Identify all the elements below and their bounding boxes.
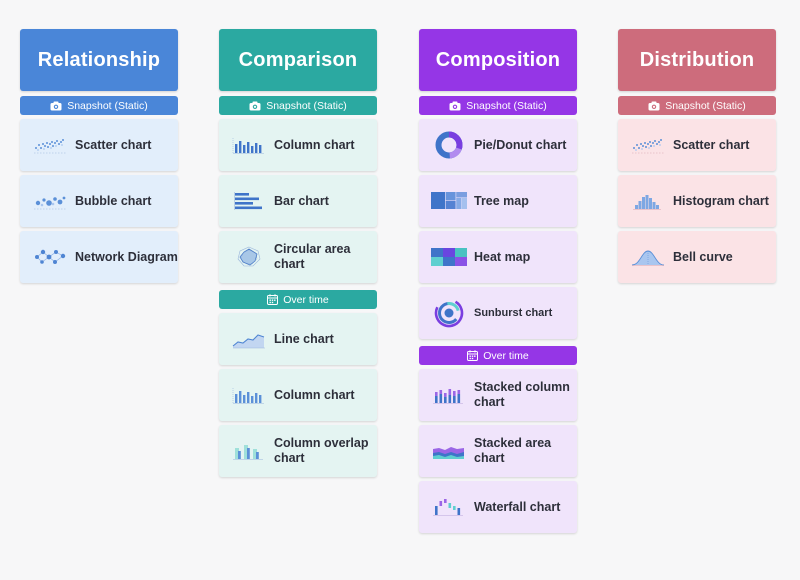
column-title: Comparison [219, 29, 377, 91]
snapshot-label-text: Snapshot (Static) [466, 99, 547, 112]
snapshot-static-label: Snapshot (Static) [20, 96, 178, 115]
sunburst-chart-icon [431, 298, 467, 328]
chart-type-label: Column chart [274, 137, 355, 152]
camera-icon [249, 101, 261, 111]
column-chart-icon [231, 383, 267, 407]
chart-type-stacked-area[interactable]: Stacked area chart [419, 425, 577, 477]
line-chart-icon [231, 327, 267, 351]
chart-type-label: Pie/Donut chart [474, 137, 567, 152]
stacked-area-chart-icon [431, 439, 467, 463]
column-composition: Composition Snapshot (Static) Pie/Donut … [419, 29, 577, 537]
chart-type-network-diagram[interactable]: Network Diagram [20, 231, 178, 283]
chart-type-label: Bar chart [274, 193, 329, 208]
chart-type-label: Scatter chart [673, 137, 750, 152]
scatter-chart-icon [630, 133, 666, 157]
camera-icon [449, 101, 461, 111]
chart-type-scatter[interactable]: Scatter chart [618, 119, 776, 171]
network-diagram-icon [32, 245, 68, 269]
chart-type-line[interactable]: Line chart [219, 313, 377, 365]
donut-chart-icon [431, 131, 467, 159]
chart-type-stacked-column[interactable]: Stacked column chart [419, 369, 577, 421]
chart-type-label: Stacked column chart [474, 380, 570, 409]
chart-type-scatter[interactable]: Scatter chart [20, 119, 178, 171]
chart-type-label: Scatter chart [75, 137, 152, 152]
snapshot-label-text: Snapshot (Static) [266, 99, 347, 112]
chart-type-label: Stacked area chart [474, 436, 552, 465]
chart-type-heat-map[interactable]: Heat map [419, 231, 577, 283]
chart-type-label: Line chart [274, 331, 334, 346]
snapshot-static-label: Snapshot (Static) [419, 96, 577, 115]
chart-type-label: Histogram chart [673, 193, 769, 208]
snapshot-static-label: Snapshot (Static) [618, 96, 776, 115]
chart-type-tree-map[interactable]: Tree map [419, 175, 577, 227]
column-relationship: Relationship Snapshot (Static) Scatter c… [20, 29, 178, 287]
scatter-chart-icon [32, 133, 68, 157]
chart-type-column-over-time[interactable]: Column chart [219, 369, 377, 421]
chart-type-bar[interactable]: Bar chart [219, 175, 377, 227]
column-overlap-chart-icon [231, 439, 267, 463]
heat-map-icon [431, 245, 467, 269]
chart-type-column-overlap[interactable]: Column overlap chart [219, 425, 377, 477]
chart-type-sunburst[interactable]: Sunburst chart [419, 287, 577, 339]
chart-type-label: Tree map [474, 193, 529, 208]
chart-type-waterfall[interactable]: Waterfall chart [419, 481, 577, 533]
over-time-label-text: Over time [283, 293, 329, 306]
calendar-icon [267, 294, 279, 305]
camera-icon [648, 101, 660, 111]
chart-type-label: Heat map [474, 249, 531, 264]
over-time-label: Over time [419, 346, 577, 365]
waterfall-chart-icon [431, 495, 467, 519]
tree-map-icon [431, 189, 467, 213]
bar-chart-icon [231, 189, 267, 213]
chart-type-label: Network Diagram [75, 249, 178, 264]
chart-type-label: Bubble chart [75, 193, 152, 208]
column-chart-icon [231, 133, 267, 157]
chart-type-label: Circular area chart [274, 242, 351, 271]
camera-icon [50, 101, 62, 111]
chart-type-pie-donut[interactable]: Pie/Donut chart [419, 119, 577, 171]
column-distribution: Distribution Snapshot (Static) Scatter c… [618, 29, 776, 287]
histogram-chart-icon [630, 189, 666, 213]
bell-curve-icon [630, 245, 666, 269]
chart-type-label: Column chart [274, 387, 355, 402]
column-title: Relationship [20, 29, 178, 91]
chart-type-bubble[interactable]: Bubble chart [20, 175, 178, 227]
circular-area-chart-icon [231, 245, 267, 269]
column-title: Distribution [618, 29, 776, 91]
chart-type-bell-curve[interactable]: Bell curve [618, 231, 776, 283]
chart-type-histogram[interactable]: Histogram chart [618, 175, 776, 227]
snapshot-label-text: Snapshot (Static) [67, 99, 148, 112]
over-time-label-text: Over time [483, 349, 529, 362]
chart-type-label: Bell curve [673, 249, 733, 264]
snapshot-label-text: Snapshot (Static) [665, 99, 746, 112]
chart-type-circular-area[interactable]: Circular area chart [219, 231, 377, 283]
snapshot-static-label: Snapshot (Static) [219, 96, 377, 115]
chart-type-label: Waterfall chart [474, 499, 561, 514]
chart-type-label: Sunburst chart [474, 306, 553, 319]
calendar-icon [467, 350, 479, 361]
bubble-chart-icon [32, 189, 68, 213]
over-time-label: Over time [219, 290, 377, 309]
chart-type-column[interactable]: Column chart [219, 119, 377, 171]
chart-type-label: Column overlap chart [274, 436, 369, 465]
stacked-column-chart-icon [431, 383, 467, 407]
column-comparison: Comparison Snapshot (Static) Column char… [219, 29, 377, 481]
column-title: Composition [419, 29, 577, 91]
